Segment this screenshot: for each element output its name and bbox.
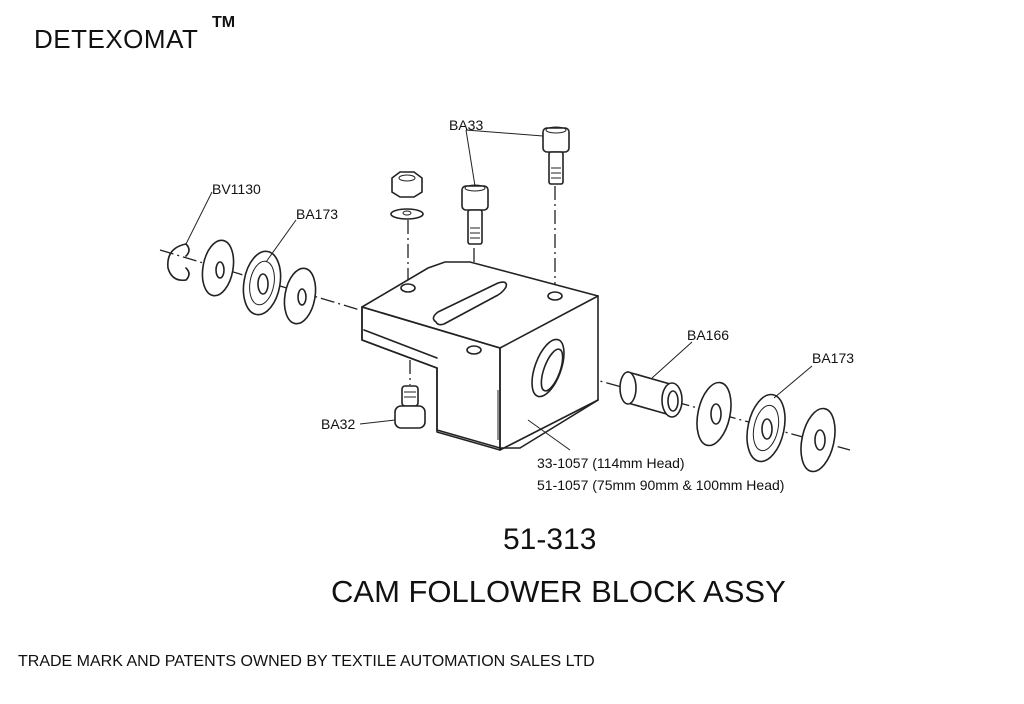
brand-name: DETEXOMAT <box>34 24 199 54</box>
cam-follower-block <box>361 261 599 451</box>
trademark-notice: TRADE MARK AND PATENTS OWNED BY TEXTILE … <box>18 653 595 670</box>
callout-ba173-left: BA173 <box>296 206 339 222</box>
screw-ba33-right <box>542 126 570 185</box>
callout-ba166: BA166 <box>687 327 730 343</box>
nut-and-washer <box>390 171 424 220</box>
star-washer-ba173-left <box>242 250 282 316</box>
washer-right-1 <box>696 381 732 447</box>
washer-left-1 <box>201 239 235 297</box>
leader-lines <box>185 129 813 451</box>
washer-left-2 <box>283 267 317 325</box>
assembly-title: CAM FOLLOWER BLOCK ASSY <box>331 574 786 609</box>
star-washer-ba173-right <box>746 393 786 463</box>
callout-ba32: BA32 <box>321 416 356 432</box>
assembly-part-number: 51-313 <box>503 523 597 556</box>
callout-bv1130: BV1130 <box>212 181 261 197</box>
callout-ba173-right: BA173 <box>812 350 855 366</box>
screw-ba32 <box>394 385 426 429</box>
callout-block-variant-1: 33-1057 (114mm Head) <box>537 455 685 471</box>
callout-ba33: BA33 <box>449 117 484 133</box>
circlip-bv1130 <box>167 243 190 282</box>
spacer-ba166 <box>619 370 683 418</box>
washer-right-2 <box>800 407 836 473</box>
trademark-symbol: TM <box>212 14 236 31</box>
callout-block-variant-2: 51-1057 (75mm 90mm & 100mm Head) <box>537 477 785 493</box>
screw-ba33-left <box>461 184 489 245</box>
